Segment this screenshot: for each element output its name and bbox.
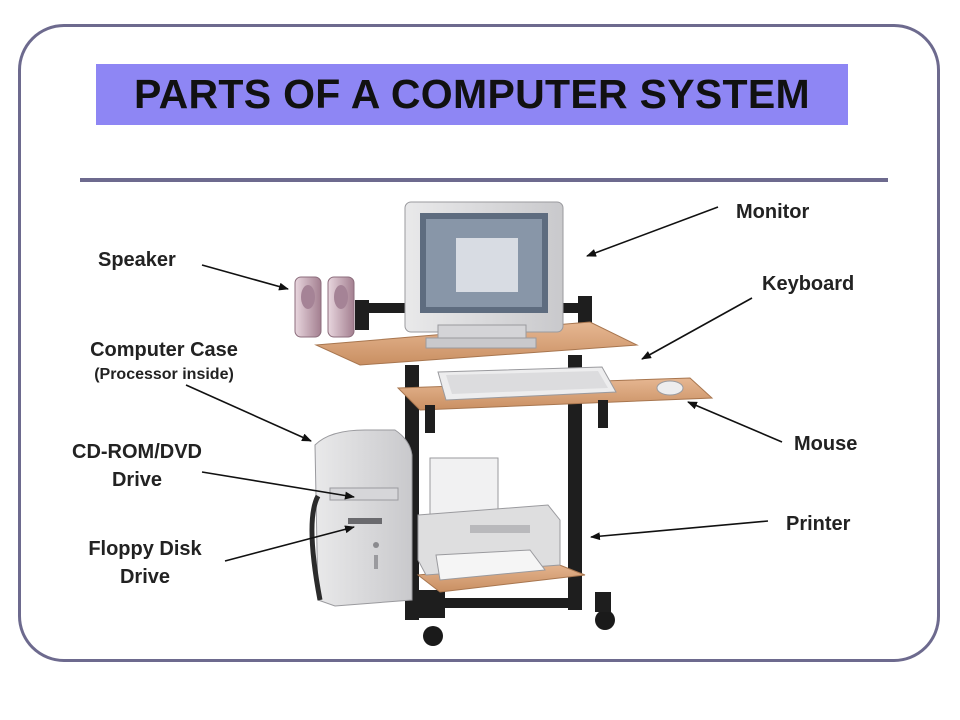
cdrom-label-line1: CD-ROM/DVD: [72, 441, 202, 463]
slide-title: PARTS OF A COMPUTER SYSTEM: [134, 71, 810, 117]
computer-case-label-title: Computer Case: [90, 339, 238, 361]
printer-arrow: [590, 520, 769, 541]
keyboard-illustration: [437, 366, 617, 401]
monitor-arrow: [586, 206, 719, 257]
cdrom-label-line2: Drive: [111, 469, 163, 491]
computer-case-label: Computer Case (Processor inside): [72, 336, 256, 386]
callout-arrows: [185, 206, 783, 562]
floppy-label: Floppy Disk Drive: [66, 535, 224, 591]
slide-frame: [18, 24, 940, 662]
speaker-illustration: [294, 276, 355, 338]
speaker-arrow: [201, 264, 289, 291]
title-banner: PARTS OF A COMPUTER SYSTEM: [96, 64, 848, 125]
title-divider: [80, 178, 888, 182]
computer-case-illustration: [309, 429, 413, 607]
mouse-label: Mouse: [794, 433, 858, 455]
speaker-label: Speaker: [98, 249, 176, 271]
floppy-label-line2: Drive: [119, 566, 171, 588]
printer-illustration: [417, 457, 561, 581]
cdrom-arrow: [201, 471, 355, 500]
keyboard-label: Keyboard: [762, 273, 855, 295]
monitor-label: Monitor: [736, 201, 810, 223]
monitor-illustration: [404, 201, 564, 349]
mouse-arrow: [687, 401, 783, 443]
mouse-illustration: [656, 380, 684, 396]
printer-label: Printer: [786, 513, 851, 535]
cdrom-label: CD-ROM/DVD Drive: [52, 438, 222, 494]
keyboard-arrow: [641, 297, 753, 360]
computer-case-label-subtitle: (Processor inside): [94, 366, 234, 383]
computer-case-arrow: [185, 384, 312, 442]
floppy-label-line1: Floppy Disk: [88, 538, 202, 560]
floppy-arrow: [224, 525, 355, 562]
